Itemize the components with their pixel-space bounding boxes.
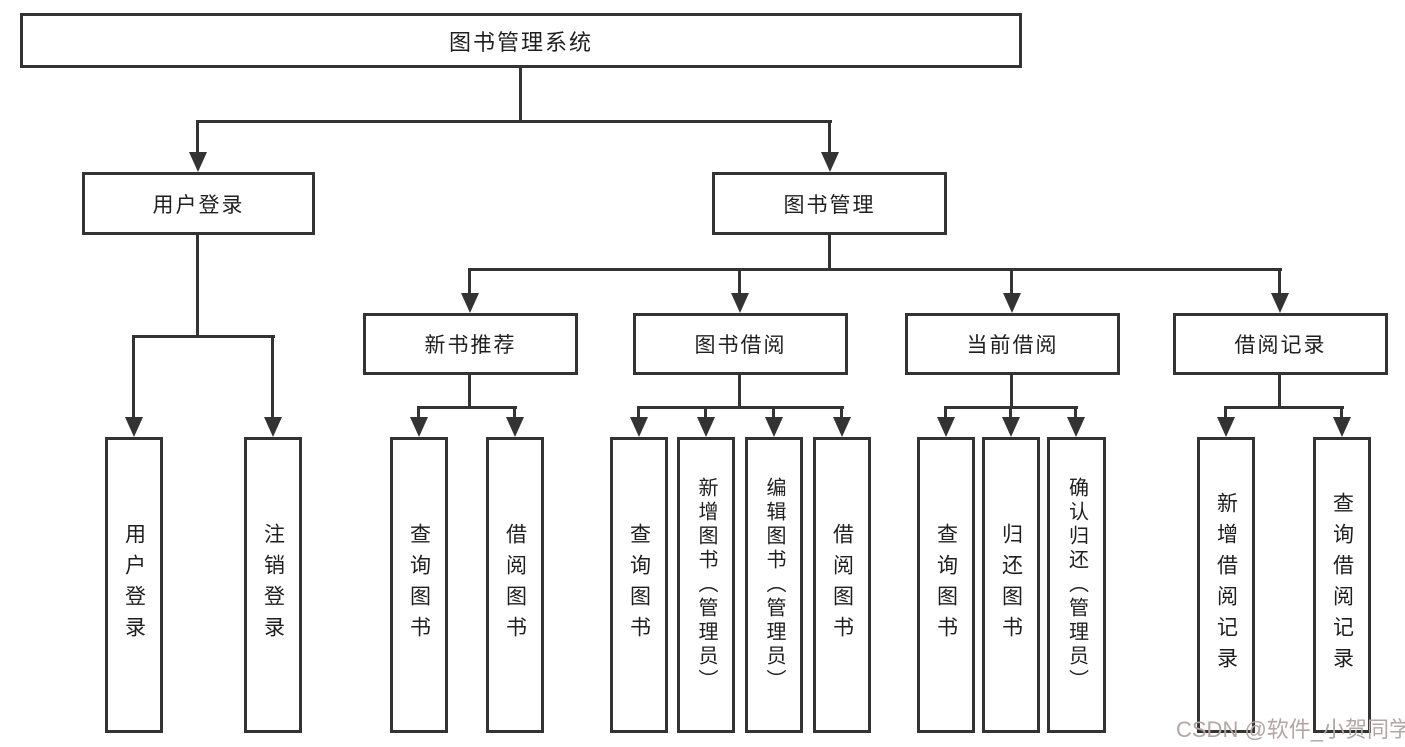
connector-line	[840, 406, 843, 419]
connector-line	[637, 406, 844, 409]
node-label: 查询图书	[407, 523, 431, 647]
node-label: 查询借阅记录	[1330, 492, 1354, 678]
connector-line	[1224, 406, 1227, 419]
node-label: 查询图书	[627, 523, 651, 647]
arrow-down-icon	[410, 417, 428, 437]
node-label: 当前借阅	[966, 334, 1059, 357]
connector-line	[196, 120, 832, 123]
leaf-user-login: 用户登录	[105, 437, 163, 733]
node-label: 新书推荐	[424, 334, 517, 357]
node-current-borrowing: 当前借阅	[905, 313, 1120, 375]
connector-line	[196, 235, 199, 335]
leaf-borrow-books-recommend: 借阅图书	[486, 437, 544, 733]
arrow-down-icon	[461, 293, 479, 313]
csdn-watermark: CSDN @软件_小贺同学	[1176, 717, 1405, 742]
node-label: 借阅图书	[830, 523, 854, 647]
connector-line	[1340, 406, 1343, 419]
connector-line	[1278, 375, 1281, 406]
connector-line	[271, 335, 274, 417]
connector-line	[468, 268, 471, 293]
leaf-query-borrow-record: 查询借阅记录	[1313, 437, 1371, 733]
node-book-management: 图书管理	[712, 172, 947, 235]
leaf-borrow-books: 借阅图书	[813, 437, 871, 733]
arrow-down-icon	[697, 417, 715, 437]
node-label: 归还图书	[999, 523, 1023, 647]
node-label: 用户登录	[122, 523, 146, 647]
node-new-book-recommendation: 新书推荐	[363, 313, 578, 375]
node-label: 图书管理系统	[448, 29, 593, 55]
arrow-down-icon	[937, 417, 955, 437]
node-user-login: 用户登录	[82, 172, 315, 235]
leaf-query-books-recommend: 查询图书	[390, 437, 448, 733]
arrow-down-icon	[1002, 417, 1020, 437]
connector-line	[417, 406, 517, 409]
leaf-query-books-current: 查询图书	[917, 437, 975, 733]
leaf-add-borrow-record: 新增借阅记录	[1197, 437, 1255, 733]
arrow-down-icon	[821, 152, 839, 172]
arrow-down-icon	[125, 417, 143, 437]
node-label: 编辑图书（管理员）	[763, 477, 785, 693]
connector-line	[468, 268, 1282, 271]
node-label: 注销登录	[261, 523, 285, 647]
arrow-down-icon	[189, 152, 207, 172]
connector-line	[1278, 268, 1281, 293]
connector-line	[1224, 406, 1344, 409]
leaf-edit-books-admin: 编辑图书（管理员）	[745, 437, 803, 733]
node-label: 用户登录	[152, 193, 245, 217]
arrow-down-icon	[1271, 293, 1289, 313]
connector-line	[1009, 406, 1012, 419]
connector-line	[944, 406, 947, 419]
connector-line	[704, 406, 707, 419]
connector-line	[1074, 406, 1077, 419]
arrow-down-icon	[833, 417, 851, 437]
node-borrowing-records: 借阅记录	[1173, 313, 1388, 375]
connector-line	[828, 235, 831, 268]
connector-line	[828, 120, 831, 152]
leaf-query-books-borrowing: 查询图书	[610, 437, 668, 733]
node-label: 借阅记录	[1234, 334, 1327, 357]
node-label: 新增图书（管理员）	[695, 477, 717, 693]
connector-line	[1010, 268, 1013, 293]
node-library-management-system: 图书管理系统	[20, 13, 1022, 68]
leaf-confirm-return-admin: 确认归还（管理员）	[1047, 437, 1106, 733]
arrow-down-icon	[1067, 417, 1085, 437]
node-label: 图书借阅	[694, 334, 787, 357]
leaf-return-books: 归还图书	[982, 437, 1040, 733]
node-label: 图书管理	[783, 193, 876, 217]
connector-line	[196, 120, 199, 152]
connector-line	[738, 268, 741, 293]
arrow-down-icon	[506, 417, 524, 437]
connector-line	[738, 375, 741, 406]
node-book-borrowing: 图书借阅	[633, 313, 848, 375]
connector-line	[637, 406, 640, 419]
node-label: 确认归还（管理员）	[1065, 477, 1088, 693]
connector-line	[132, 335, 275, 338]
node-label: 查询图书	[934, 523, 958, 647]
connector-line	[1010, 375, 1013, 406]
connector-line	[417, 406, 420, 419]
arrow-down-icon	[765, 417, 783, 437]
connector-line	[513, 406, 516, 419]
arrow-down-icon	[1333, 417, 1351, 437]
connector-line	[772, 406, 775, 419]
node-label: 新增借阅记录	[1214, 492, 1238, 678]
connector-line	[132, 335, 135, 417]
arrow-down-icon	[264, 417, 282, 437]
arrow-down-icon	[1217, 417, 1235, 437]
leaf-logout: 注销登录	[244, 437, 302, 733]
arrow-down-icon	[731, 293, 749, 313]
leaf-add-books-admin: 新增图书（管理员）	[677, 437, 735, 733]
connector-line	[468, 375, 471, 406]
arrow-down-icon	[1003, 293, 1021, 313]
node-label: 借阅图书	[503, 523, 527, 647]
connector-line	[519, 68, 522, 120]
arrow-down-icon	[630, 417, 648, 437]
